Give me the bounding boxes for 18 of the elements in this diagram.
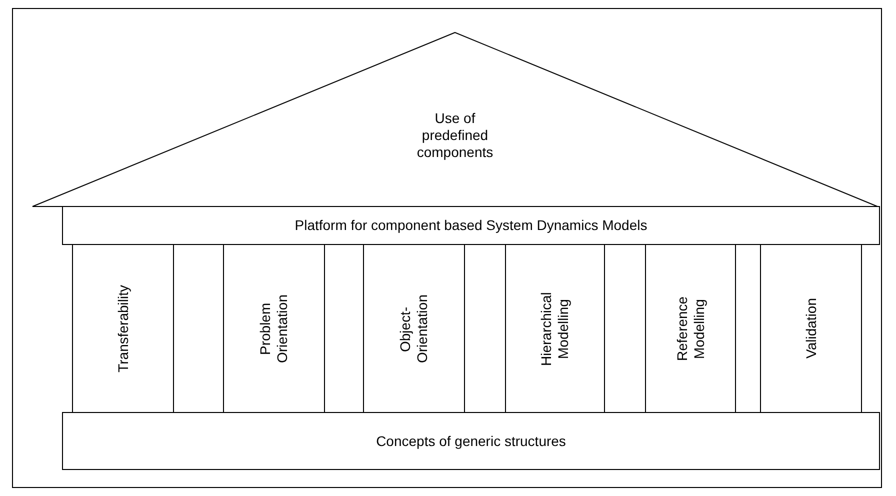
bar-label: Concepts of generic structures [376,432,566,450]
pillar [72,244,174,413]
platform-bar [62,206,880,245]
pillar [505,244,605,413]
pillar-label: Reference Modelling [674,295,708,363]
pillar [645,244,736,413]
pillar [760,244,862,413]
foundation-bar [62,412,880,470]
pillar-label: Validation [802,298,820,359]
pillar [223,244,325,413]
pillar-label: Object-Orientation [397,293,431,365]
roof-triangle [32,32,878,207]
pillar [363,244,465,413]
bar-label: Platform for component based System Dynamics Models [294,217,648,234]
pillar-label: Problem Orientation [257,293,291,365]
pillar-label: Hierarchical Modelling [538,290,572,368]
roof-label: Use of predefined components [416,110,494,160]
pillar-label: Transferability [114,284,132,372]
